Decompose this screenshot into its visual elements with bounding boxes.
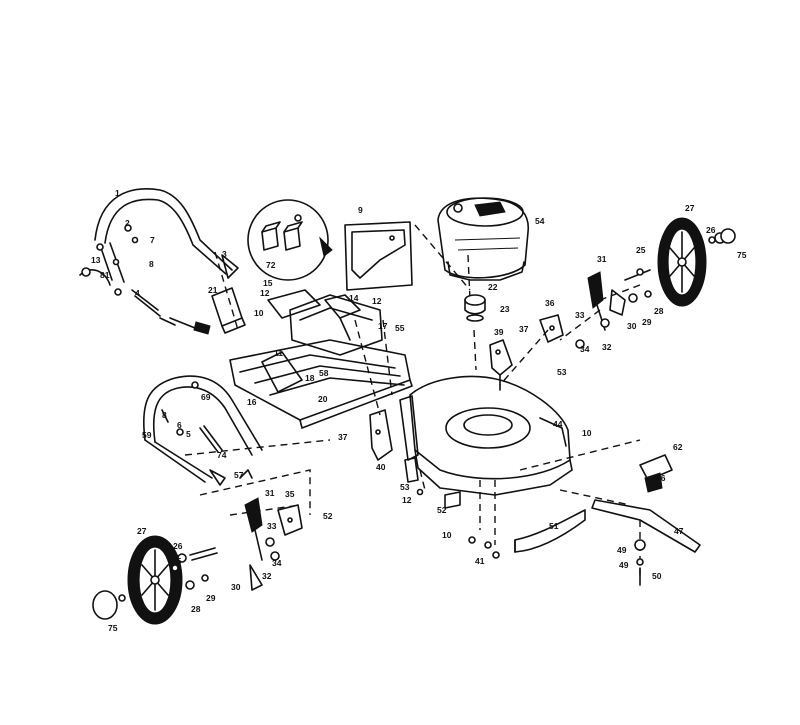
- callout-20: 20: [318, 394, 328, 404]
- callout-16: 16: [247, 397, 257, 407]
- engine-54: [437, 197, 529, 281]
- callout-47: 47: [674, 526, 684, 536]
- callout-62: 62: [673, 442, 683, 452]
- callout-49-upper: 49: [617, 545, 627, 555]
- callout-27-low: 27: [137, 526, 147, 536]
- callout-28-top: 28: [654, 306, 664, 316]
- callout-12-top: 12: [260, 288, 270, 298]
- callout-33: 33: [575, 310, 585, 320]
- callout-33-low: 33: [267, 521, 277, 531]
- callout-25-top: 25: [636, 245, 646, 255]
- callout-37-top: 37: [519, 324, 529, 334]
- callout-31-top: 31: [597, 254, 607, 264]
- callout-58: 58: [319, 368, 329, 378]
- callout-75-top: 75: [737, 250, 747, 260]
- callout-9: 9: [358, 205, 363, 215]
- callout-labels: 1 2 7 13 3 81 8 4 21 72 9 54 27 26 75 25…: [91, 188, 747, 633]
- callout-49-lower: 49: [619, 560, 629, 570]
- callout-52-mid: 52: [437, 505, 447, 515]
- callout-28-low: 28: [191, 604, 201, 614]
- callout-29-top: 29: [642, 317, 652, 327]
- bracket-39: [489, 339, 513, 391]
- bracket-40: [369, 409, 393, 461]
- blade-assembly: [404, 454, 701, 586]
- callout-10-right: 10: [582, 428, 592, 438]
- callout-37-low: 37: [338, 432, 348, 442]
- callout-3: 3: [222, 249, 227, 259]
- callout-22: 22: [488, 282, 498, 292]
- callout-10-top: 10: [254, 308, 264, 318]
- mower-deck: [399, 375, 573, 496]
- callout-34-top: 34: [580, 344, 590, 354]
- lower-handle: [143, 375, 263, 483]
- callout-12-low: 12: [402, 495, 412, 505]
- callout-11: 11: [274, 348, 283, 358]
- callout-55: 55: [395, 323, 405, 333]
- callout-29-low: 29: [206, 593, 216, 603]
- bracket-36: [539, 314, 564, 343]
- callout-54: 54: [535, 216, 545, 226]
- pulley-22: [464, 294, 486, 322]
- rear-right-wheel: [657, 217, 736, 307]
- height-adjuster-right: [575, 268, 652, 349]
- callout-36: 36: [545, 298, 555, 308]
- callout-8: 8: [149, 259, 154, 269]
- callout-27-top: 27: [685, 203, 695, 213]
- callout-15-top: 15: [263, 278, 273, 288]
- lower-handle-hardware: [209, 469, 253, 486]
- grass-catcher: [229, 289, 413, 429]
- callout-4: 4: [135, 288, 140, 298]
- callout-30-top: 30: [627, 321, 637, 331]
- callout-14: 14: [349, 293, 359, 303]
- callout-5: 5: [186, 429, 191, 439]
- callout-74: 74: [217, 450, 227, 460]
- callout-1: 1: [115, 188, 120, 198]
- detail-inset-72: [247, 199, 333, 281]
- callout-26-low: 26: [173, 541, 183, 551]
- callout-7: 7: [150, 235, 155, 245]
- callout-44: 44: [553, 419, 563, 429]
- handle-hardware: [79, 243, 211, 335]
- callout-41: 41: [475, 556, 485, 566]
- callout-10-low: 10: [442, 530, 452, 540]
- callout-59: 59: [142, 430, 152, 440]
- callout-69: 69: [201, 392, 211, 402]
- callout-8-low: 8: [162, 410, 167, 420]
- callout-12-mid: 12: [372, 296, 382, 306]
- height-adjuster-left: [171, 497, 303, 591]
- callout-32-top: 32: [602, 342, 612, 352]
- callout-23: 23: [500, 304, 510, 314]
- callout-53-low: 53: [400, 482, 410, 492]
- callout-31-low: 31: [265, 488, 275, 498]
- callout-34-low: 34: [272, 558, 282, 568]
- callout-57: 57: [234, 470, 244, 480]
- callout-75-low: 75: [108, 623, 118, 633]
- bracket-9: [344, 221, 413, 291]
- callout-17: 17: [378, 321, 388, 331]
- callout-39: 39: [494, 327, 504, 337]
- upper-handle: [94, 188, 239, 283]
- callout-30-low: 30: [231, 582, 241, 592]
- callout-35: 35: [285, 489, 295, 499]
- control-box: [211, 287, 246, 334]
- callout-40: 40: [376, 462, 386, 472]
- callout-51: 51: [549, 521, 559, 531]
- callout-32-low: 32: [262, 571, 272, 581]
- callout-52-low: 52: [323, 511, 333, 521]
- callout-21: 21: [208, 285, 218, 295]
- callout-46: 46: [656, 473, 666, 483]
- callout-6: 6: [177, 420, 182, 430]
- callout-81: 81: [100, 270, 110, 280]
- callout-72: 72: [266, 260, 276, 270]
- callout-2: 2: [125, 218, 130, 228]
- callout-25-low: 25: [172, 556, 182, 566]
- callout-26-top: 26: [706, 225, 716, 235]
- callout-50: 50: [652, 571, 662, 581]
- callout-13: 13: [91, 255, 101, 265]
- callout-18: 18: [305, 373, 315, 383]
- callout-53-top: 53: [557, 367, 567, 377]
- front-left-wheel: [92, 535, 183, 625]
